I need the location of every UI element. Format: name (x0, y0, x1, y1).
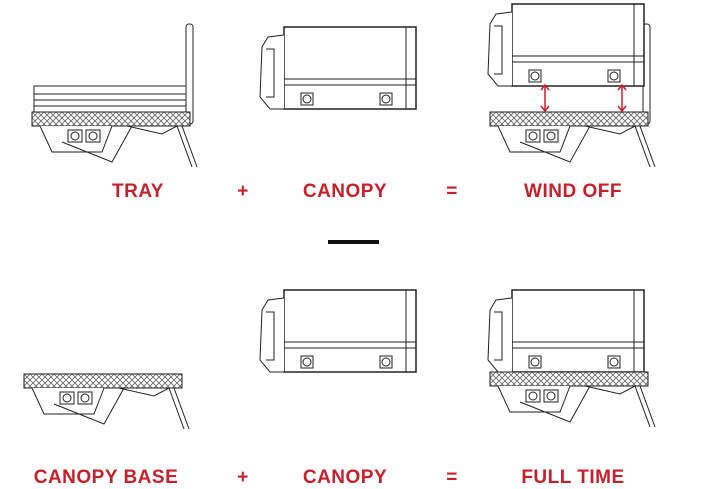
lift-arrow-icon (617, 83, 627, 113)
lift-arrow-icon (540, 83, 550, 113)
equals-sign: = (446, 181, 458, 202)
equals-sign: = (446, 467, 458, 488)
section-divider (328, 240, 379, 244)
canopy-illustration (259, 26, 417, 110)
full-time-illustration (487, 289, 656, 428)
label-canopy: CANOPY (302, 467, 388, 488)
label-tray: TRAY (112, 181, 164, 202)
canopy-illustration (259, 289, 417, 373)
wind-off-illustration (487, 3, 656, 168)
plus-sign: + (237, 467, 249, 488)
plus-sign: + (237, 181, 249, 202)
label-canopy: CANOPY (302, 181, 388, 202)
label-full-time: FULL TIME (521, 467, 625, 488)
label-wind-off: WIND OFF (524, 181, 622, 202)
label-canopy-base: CANOPY BASE (33, 467, 179, 488)
canopy-base-illustration (23, 373, 190, 430)
tray-illustration (31, 23, 198, 168)
